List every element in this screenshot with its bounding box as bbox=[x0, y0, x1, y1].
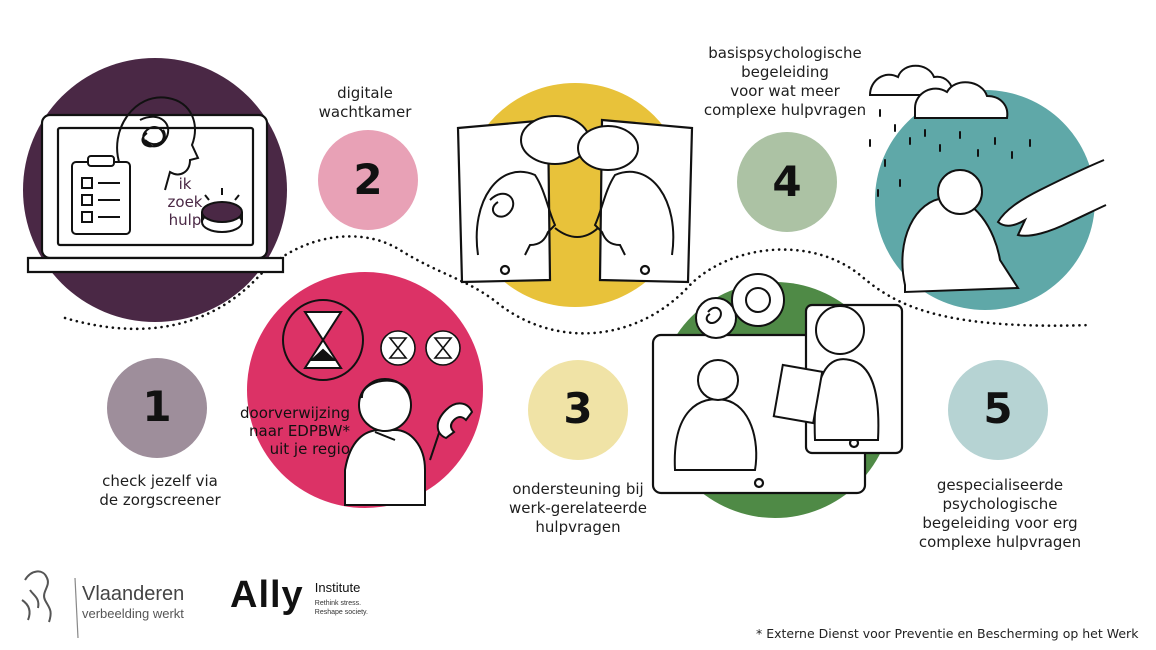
vlaanderen-lion-logo bbox=[21, 570, 79, 639]
num-circle-3 bbox=[528, 360, 628, 460]
ally-tagline-2: Reshape society. bbox=[314, 609, 368, 616]
headset-person-icon bbox=[344, 378, 441, 506]
ally-mark: Ally bbox=[230, 574, 304, 616]
helping-hand-icon bbox=[996, 159, 1107, 237]
phone-icon bbox=[436, 402, 474, 440]
screen-text: ik zoek hulp bbox=[167, 175, 203, 229]
rain-clouds-icon bbox=[868, 64, 1009, 119]
footnote: * Externe Dienst voor Preventie en Besch… bbox=[756, 626, 1139, 641]
step-label-5: gespecialiseerde psychologische begeleid… bbox=[918, 476, 1082, 551]
faces-icon bbox=[475, 170, 675, 256]
ally-logo: Ally Institute Rethink stress. Reshape s… bbox=[230, 574, 368, 617]
step-number-5: 5 bbox=[983, 384, 1013, 433]
vlaanderen-tagline: verbeelding werkt bbox=[82, 606, 184, 621]
tablet-left-icon bbox=[456, 118, 552, 284]
referral-text: doorverwijzing naar EDPBW* uit je regio bbox=[240, 404, 350, 458]
sitting-person-icon bbox=[901, 169, 1020, 294]
thought-bubbles-icon bbox=[695, 273, 785, 339]
step-number-2: 2 bbox=[353, 155, 383, 204]
small-hourglass-icons bbox=[380, 330, 461, 366]
step-label-2: digitale wachtkamer bbox=[318, 84, 412, 121]
vlaanderen-logo: Vlaanderen verbeelding werkt bbox=[82, 583, 184, 623]
clipboard-icon bbox=[71, 155, 131, 235]
ally-tagline-1: Rethink stress. bbox=[314, 600, 362, 607]
dotted-path bbox=[63, 235, 1092, 335]
hourglass-icon bbox=[282, 299, 364, 381]
rain-drops-icon bbox=[869, 109, 1031, 197]
vlaanderen-name: Vlaanderen bbox=[82, 583, 185, 605]
button-icon bbox=[201, 188, 243, 233]
step-number-1: 1 bbox=[142, 382, 172, 431]
step-number-4: 4 bbox=[772, 157, 802, 206]
num-circle-5 bbox=[948, 360, 1048, 460]
step-label-4: basispsychologische begeleiding voor wat… bbox=[703, 44, 867, 119]
people-icon bbox=[673, 305, 880, 471]
step-label-1: check jezelf via de zorgscreener bbox=[99, 472, 221, 509]
ally-institute: Institute bbox=[314, 580, 361, 595]
num-circle-1 bbox=[107, 358, 207, 458]
num-circle-4 bbox=[737, 132, 837, 232]
step-label-3: ondersteuning bij werk-gerelateerde hulp… bbox=[509, 480, 647, 536]
num-circle-2 bbox=[318, 130, 418, 230]
speech-bubbles-icon bbox=[520, 115, 639, 171]
head-icon bbox=[116, 96, 200, 191]
step-number-3: 3 bbox=[563, 384, 593, 433]
